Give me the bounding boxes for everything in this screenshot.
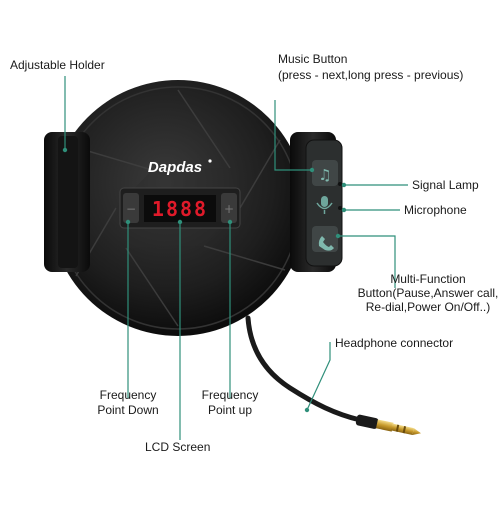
label-lcd-screen: LCD Screen xyxy=(145,440,211,454)
label-microphone: Microphone xyxy=(404,203,467,217)
brand-logo: Dapdas xyxy=(148,159,202,176)
label-frequency-up: Frequency Point up xyxy=(201,388,259,417)
minus-icon: − xyxy=(126,202,136,216)
lcd-display: 1888 xyxy=(152,197,208,221)
label-signal-lamp: Signal Lamp xyxy=(412,178,479,192)
frequency-down-button xyxy=(123,193,139,223)
phone-icon xyxy=(318,236,334,251)
plus-icon: + xyxy=(224,202,234,216)
label-frequency-down: Frequency Point Down xyxy=(97,388,159,417)
svg-text:♫: ♫ xyxy=(318,166,331,184)
microphone-icon xyxy=(316,196,333,214)
lcd-screen xyxy=(144,195,216,222)
music-button: ♫ xyxy=(312,160,338,186)
frequency-up-button xyxy=(221,193,237,223)
label-music-button: Music Button (press - next,long press - … xyxy=(278,52,464,82)
headphone-cable xyxy=(245,315,363,423)
label-headphone-connector: Headphone connector xyxy=(335,336,454,350)
headphone-jack xyxy=(355,414,421,435)
multi-function-button xyxy=(312,226,338,252)
signal-lamp-icon xyxy=(338,182,342,186)
aperture-pattern xyxy=(70,89,286,327)
label-adjustable-holder: Adjustable Holder xyxy=(10,58,105,72)
callout-lines xyxy=(64,76,408,440)
label-multi-function: Multi-Function Button(Pause,Answer call,… xyxy=(357,272,499,314)
